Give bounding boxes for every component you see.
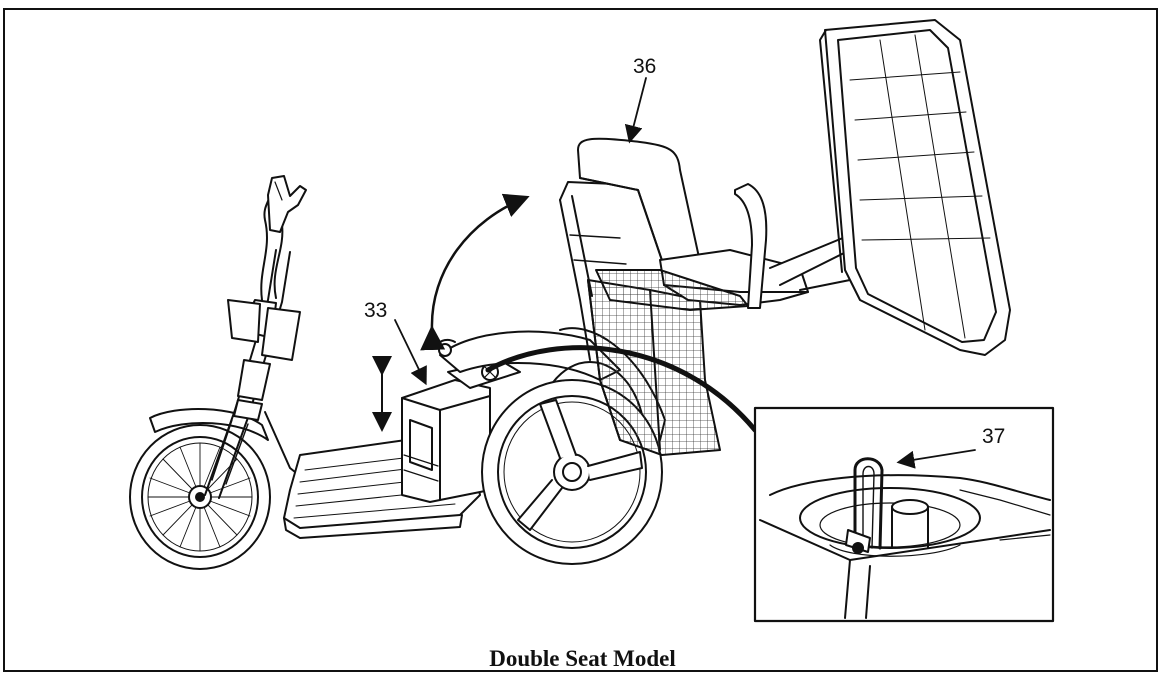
callout-36: 36 xyxy=(633,55,657,78)
rotation-arrow xyxy=(420,193,530,351)
seat-assembly xyxy=(559,137,861,456)
tiller-handle xyxy=(267,175,307,233)
seat-cable xyxy=(485,345,758,433)
figure-caption: Double Seat Model xyxy=(489,646,676,671)
rear-canopy xyxy=(819,19,1011,356)
leader-33 xyxy=(394,319,427,386)
callout-37: 37 xyxy=(982,425,1006,448)
front-wheel xyxy=(129,424,271,570)
callout-33: 33 xyxy=(364,299,388,322)
inset-detail xyxy=(753,406,1055,623)
leader-36 xyxy=(624,77,647,144)
